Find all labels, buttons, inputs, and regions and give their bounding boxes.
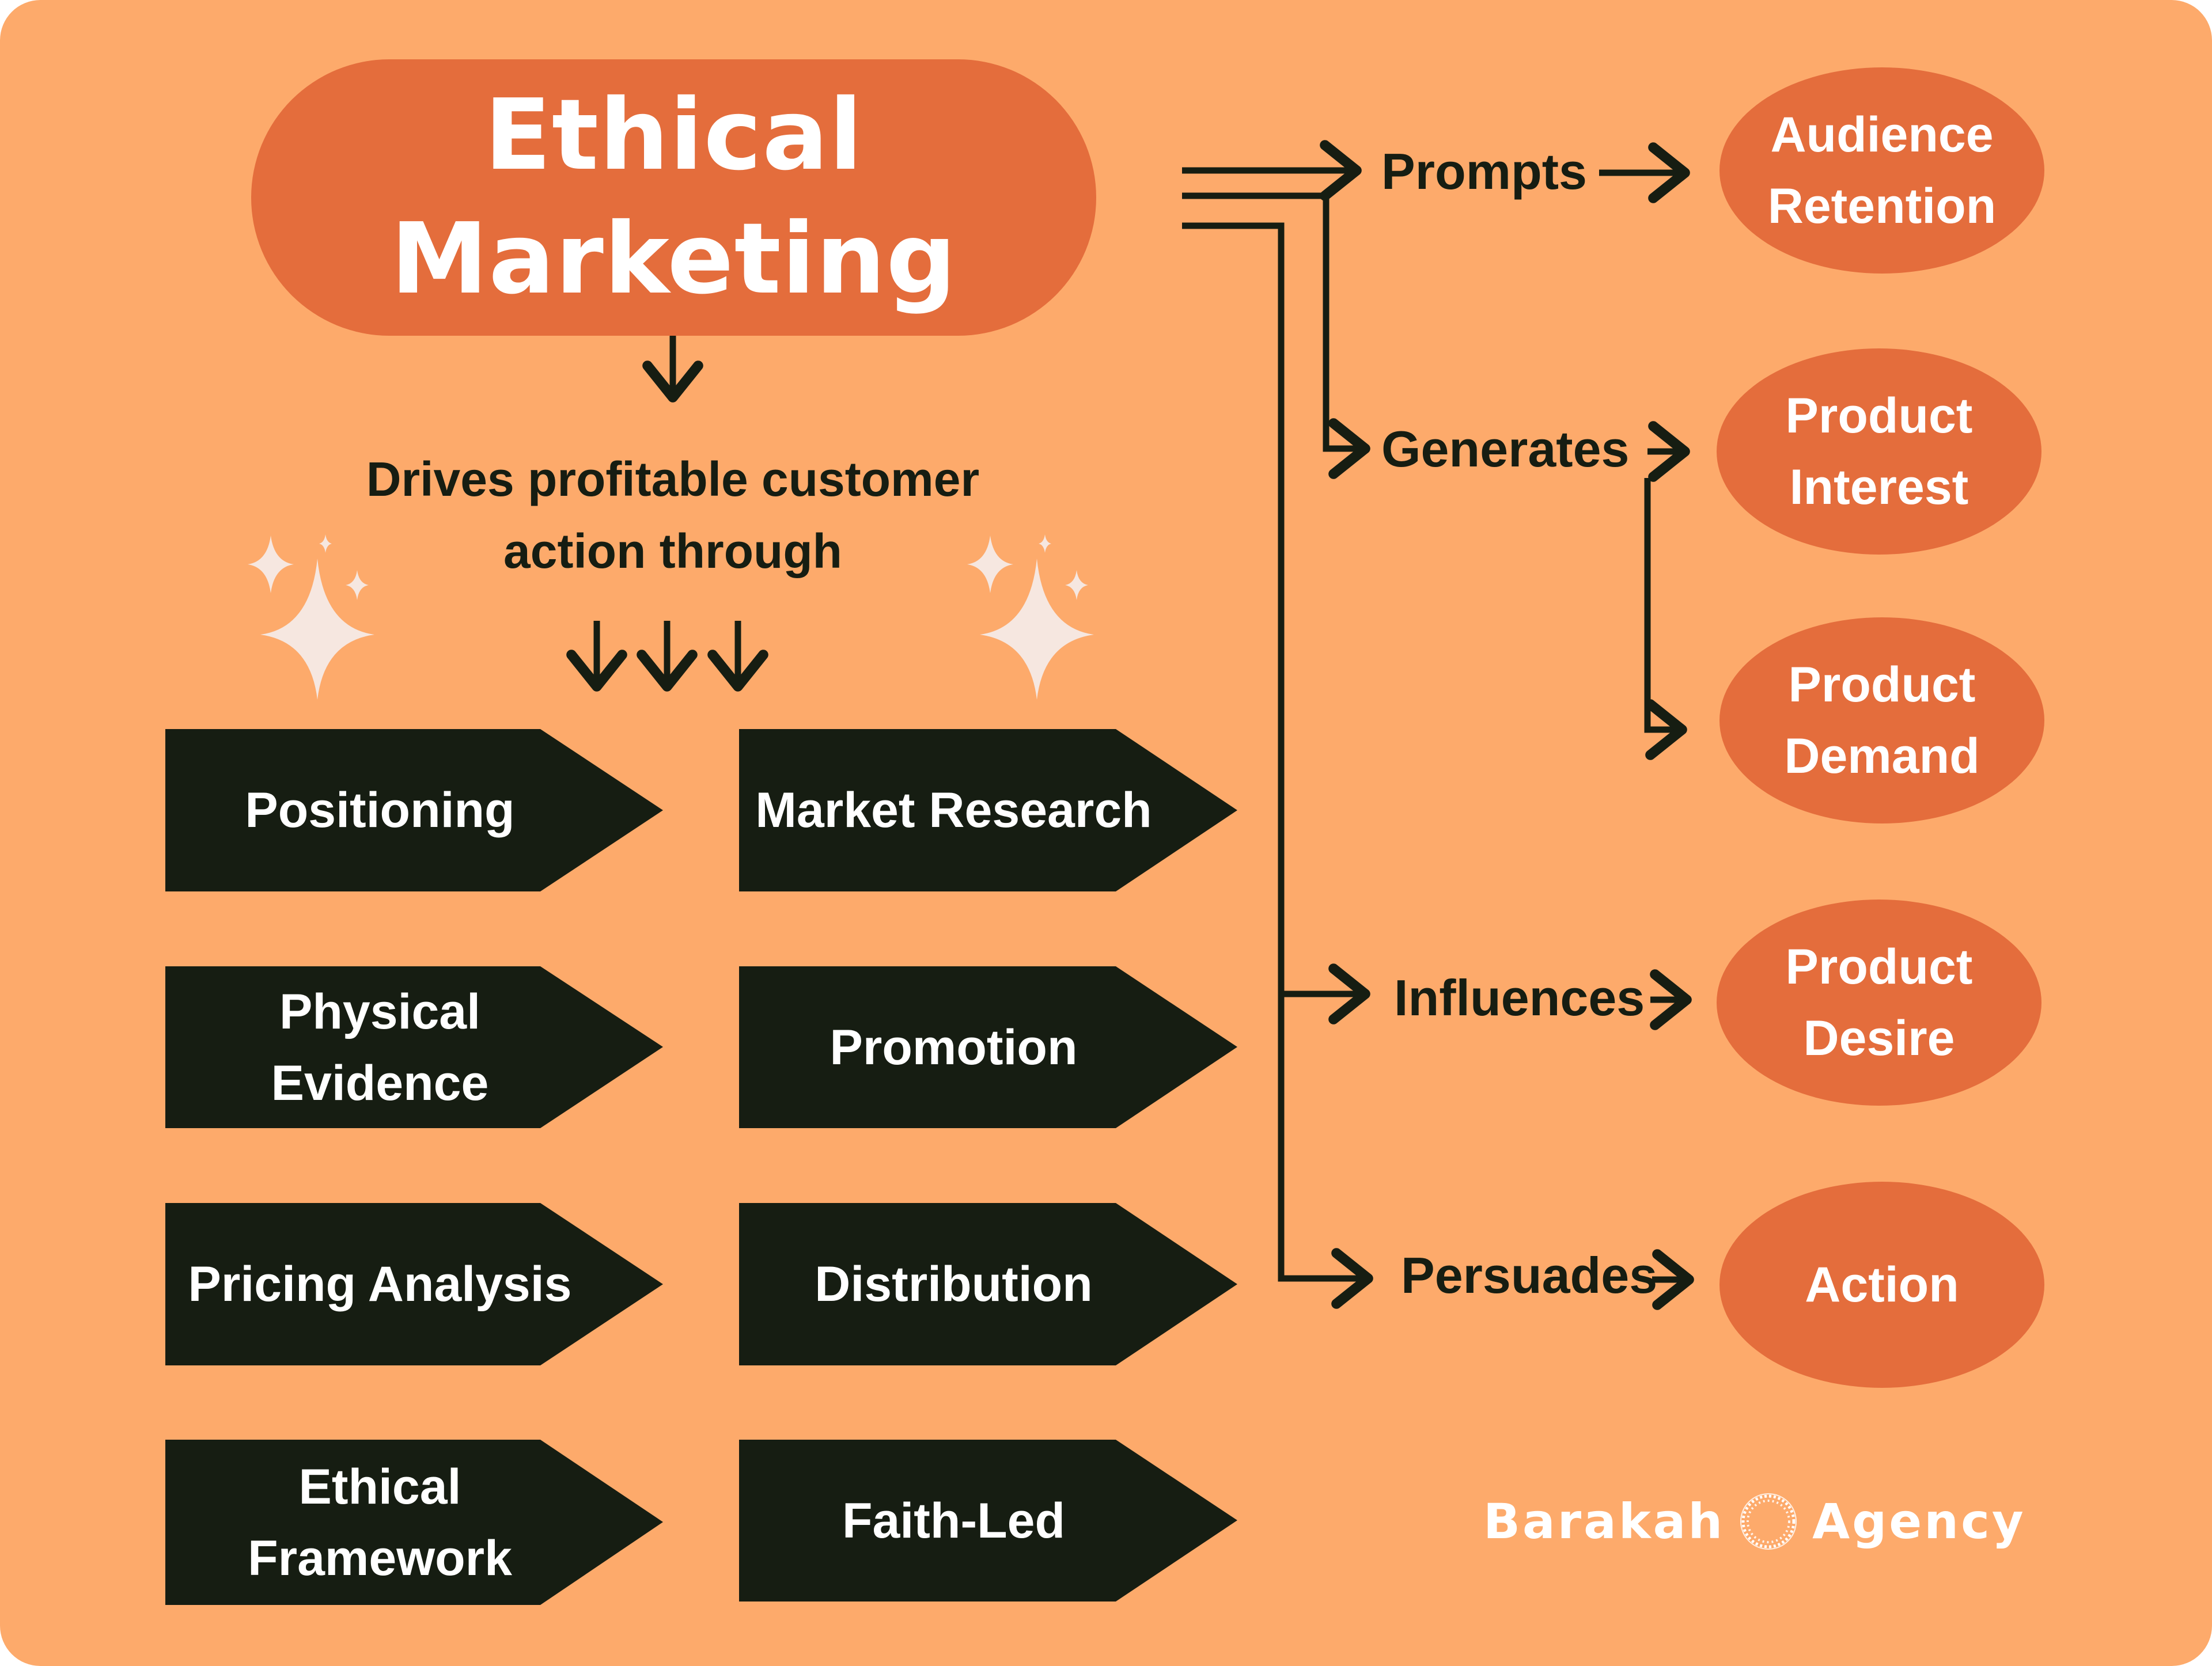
brand-right-word: Agency: [1812, 1493, 2026, 1550]
subtitle-line1: Drives profitable customer: [366, 452, 980, 506]
outcome-product-demand: Product Demand: [1719, 617, 2044, 823]
sparkle-icon: [248, 534, 374, 700]
verb-prompts: Prompts: [1381, 143, 1587, 200]
outcome-line2: Interest: [1789, 460, 1969, 515]
brand-left-word: Barakah: [1483, 1493, 1725, 1550]
channel-label: Promotion: [830, 1019, 1078, 1075]
verb-persuades: Persuades: [1401, 1247, 1658, 1304]
channel-label: Market Research: [755, 783, 1152, 838]
outcome-line1: Product: [1785, 388, 1973, 443]
tag-shape: [165, 1203, 663, 1365]
channel-label: Positioning: [245, 783, 515, 838]
main-node-title-line1: Ethical: [484, 78, 863, 192]
channel-label: Ethical Framework: [165, 1440, 594, 1605]
tag-shape: [165, 729, 663, 891]
outcome-line2: Demand: [1784, 728, 1980, 784]
outcome-line1: Product: [1788, 657, 1976, 712]
verb-generates: Generates: [1381, 420, 1630, 477]
channel-label-line1: Ethical: [298, 1459, 461, 1515]
outcome-product-interest: Product Interest: [1717, 348, 2041, 555]
outcome-product-desire: Product Desire: [1717, 900, 2041, 1106]
barakah-ring-logo-icon: [1737, 1490, 1800, 1553]
channel-label: Faith-Led: [842, 1493, 1065, 1549]
channel-label: Physical Evidence: [271, 984, 489, 1111]
subtitle: Drives profitable customer action throug…: [270, 443, 1076, 587]
tag-shape: [739, 729, 1237, 891]
outcome-action: Action: [1719, 1182, 2044, 1388]
outcome-audience-retention: Audience Retention: [1719, 67, 2044, 274]
channel-label-line2: Framework: [248, 1530, 512, 1586]
channel-label: Distribution: [815, 1257, 1093, 1312]
main-node-title-line2: Marketing: [391, 202, 957, 316]
outcome-line2: Desire: [1803, 1011, 1955, 1066]
sparkle-icon: [967, 534, 1094, 700]
brand-logo: Barakah Agency: [1483, 1487, 2026, 1556]
outcome-line1: Action: [1805, 1257, 1959, 1312]
outcome-line1: Product: [1785, 939, 1973, 995]
outcome-line2: Retention: [1767, 179, 1997, 234]
verb-influences: Influences: [1394, 969, 1645, 1026]
tag-shape: [165, 1440, 663, 1605]
tag-shape: [739, 966, 1237, 1128]
subtitle-line2: action through: [503, 524, 842, 578]
outcome-line1: Audience: [1770, 107, 1994, 162]
tag-shape: [739, 1203, 1237, 1365]
main-node-ethical-marketing: Ethical Marketing: [251, 59, 1096, 336]
tag-shape: [739, 1440, 1237, 1602]
tag-shape: [165, 966, 663, 1128]
channel-label: Pricing Analysis: [188, 1257, 572, 1312]
